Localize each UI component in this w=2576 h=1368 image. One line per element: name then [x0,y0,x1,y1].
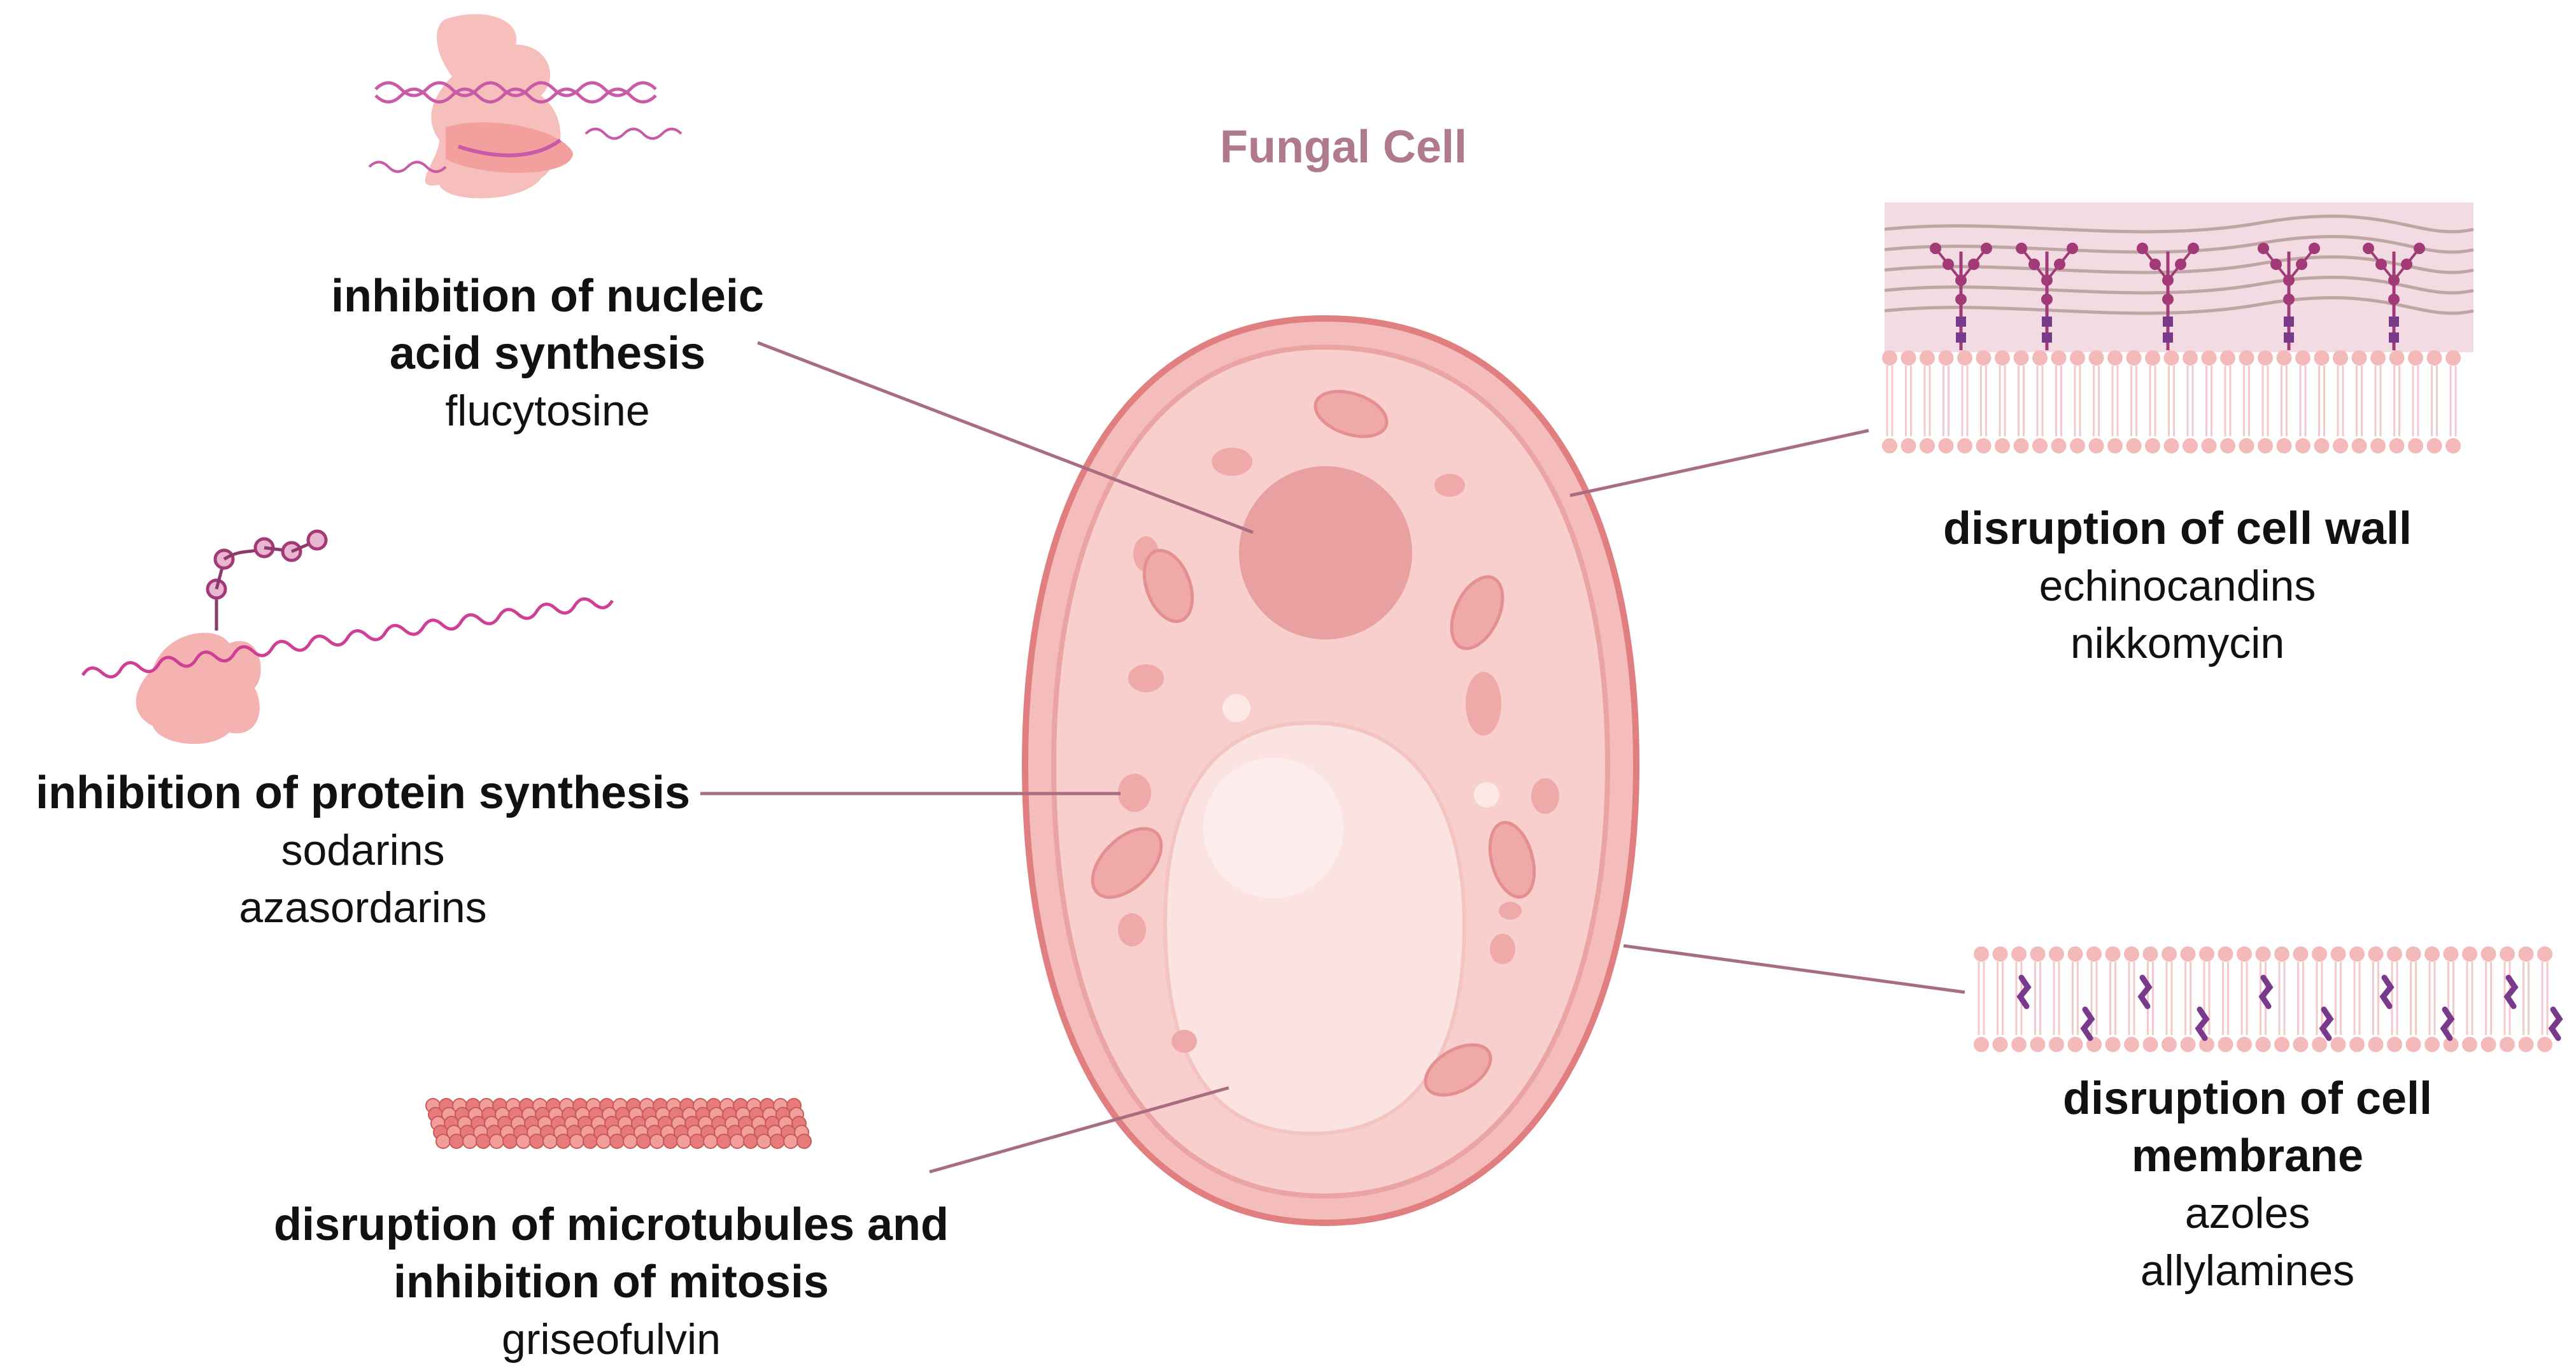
vesicle [1474,782,1499,808]
label-nucleic-drug-1: flucytosine [267,382,828,439]
cell-membrane-icon [1974,946,2559,1052]
label-membrane-drug-1: azoles [1961,1185,2534,1242]
cell-wall-icon [1882,203,2473,453]
label-nucleic-heading-2: acid synthesis [267,325,828,382]
label-microtubule-drug-1: griseofulvin [229,1311,993,1368]
label-microtubule-heading-2: inhibition of mitosis [229,1253,993,1311]
label-protein-drug-2: azasordarins [13,879,713,936]
label-cellwall-heading-1: disruption of cell wall [1859,500,2496,557]
label-membrane-heading-1: disruption of cell [1961,1070,2534,1127]
label-protein: inhibition of protein synthesis sodarins… [13,764,713,936]
microtubule-icon [426,1099,811,1148]
label-microtubule-heading-1: disruption of microtubules and [229,1196,993,1253]
vesicle [1222,694,1250,722]
nucleus [1239,466,1412,639]
label-membrane-heading-2: membrane [1961,1127,2534,1185]
ribosome-dna-icon [369,14,681,198]
ribosome-mrna-icon [82,531,613,744]
label-protein-drug-1: sodarins [13,822,713,879]
label-cellwall: disruption of cell wall echinocandins ni… [1859,500,2496,672]
label-cellwall-drug-1: echinocandins [1859,557,2496,615]
label-membrane-drug-2: allylamines [1961,1242,2534,1299]
leader-line-membrane [1624,946,1965,992]
label-nucleic: inhibition of nucleic acid synthesis flu… [267,267,828,439]
label-protein-heading-1: inhibition of protein synthesis [13,764,713,822]
label-microtubule: disruption of microtubules and inhibitio… [229,1196,993,1368]
label-cellwall-drug-2: nikkomycin [1859,615,2496,672]
fungal-cell-icon [1025,318,1636,1223]
label-membrane: disruption of cell membrane azoles allyl… [1961,1070,2534,1299]
leader-line-cellwall [1570,431,1869,495]
vacuole-highlight [1203,758,1343,898]
label-nucleic-heading-1: inhibition of nucleic [267,267,828,325]
diagram-title: Fungal Cell [1152,121,1534,173]
